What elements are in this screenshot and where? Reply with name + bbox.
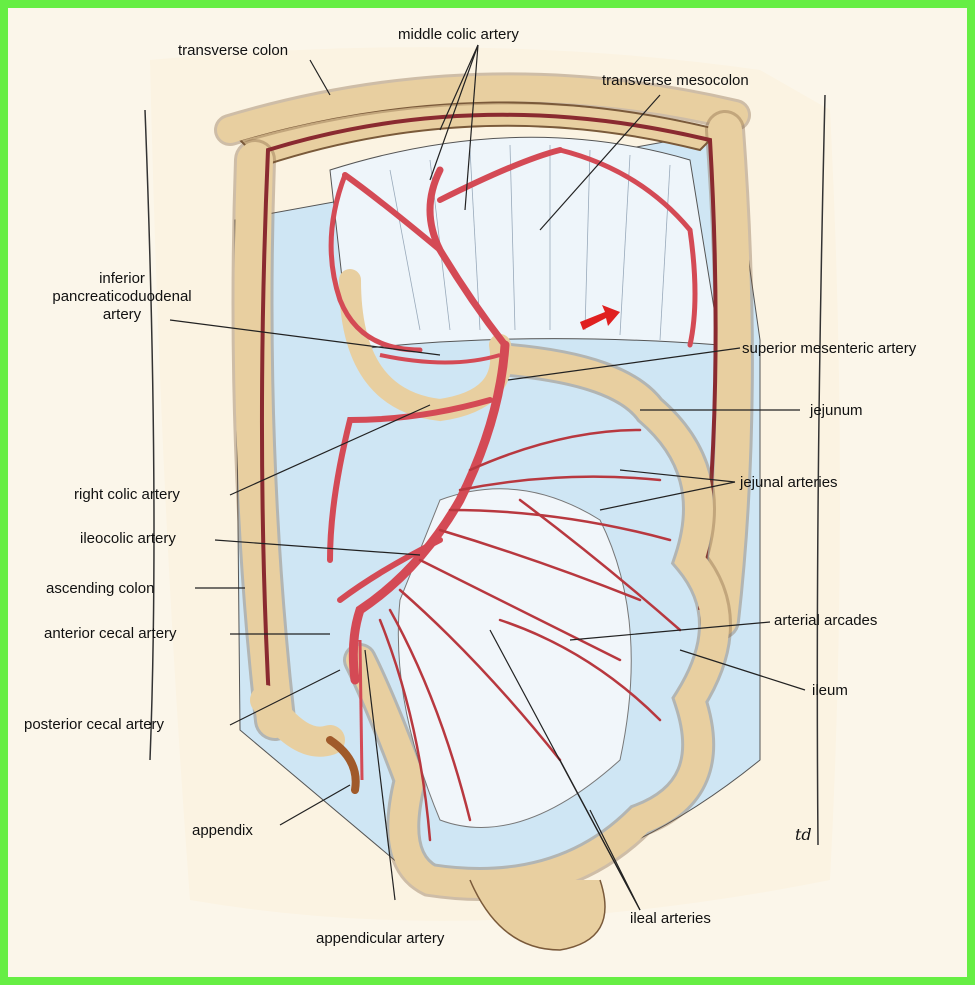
label-transverse-colon: transverse colon: [178, 42, 288, 60]
label-appendix: appendix: [192, 822, 253, 840]
appendicular-artery-shape: [360, 640, 362, 780]
label-ipd-line3: artery: [22, 306, 222, 324]
label-appendicular-artery: appendicular artery: [316, 930, 444, 948]
label-middle-colic-artery: middle colic artery: [398, 26, 519, 44]
label-posterior-cecal-artery: posterior cecal artery: [24, 716, 164, 734]
label-ileocolic-artery: ileocolic artery: [80, 530, 176, 548]
label-ileum: ileum: [812, 682, 848, 700]
label-ascending-colon: ascending colon: [46, 580, 154, 598]
label-jejunal-arteries: jejunal arteries: [740, 474, 838, 492]
artist-signature: td: [795, 826, 812, 844]
label-transverse-mesocolon: transverse mesocolon: [602, 72, 749, 90]
label-anterior-cecal-artery: anterior cecal artery: [44, 625, 177, 643]
label-ileal-arteries: ileal arteries: [630, 910, 711, 928]
label-ipd-line1: inferior: [22, 270, 222, 288]
label-jejunum: jejunum: [810, 402, 863, 420]
label-inferior-pancreaticoduodenal-artery: inferior pancreaticoduodenal artery: [22, 270, 222, 324]
descending-colon-body: [720, 130, 734, 620]
label-right-colic-artery: right colic artery: [74, 486, 180, 504]
label-ipd-line2: pancreaticoduodenal: [22, 288, 222, 306]
label-arterial-arcades: arterial arcades: [774, 612, 877, 630]
label-superior-mesenteric-artery: superior mesenteric artery: [742, 340, 916, 358]
